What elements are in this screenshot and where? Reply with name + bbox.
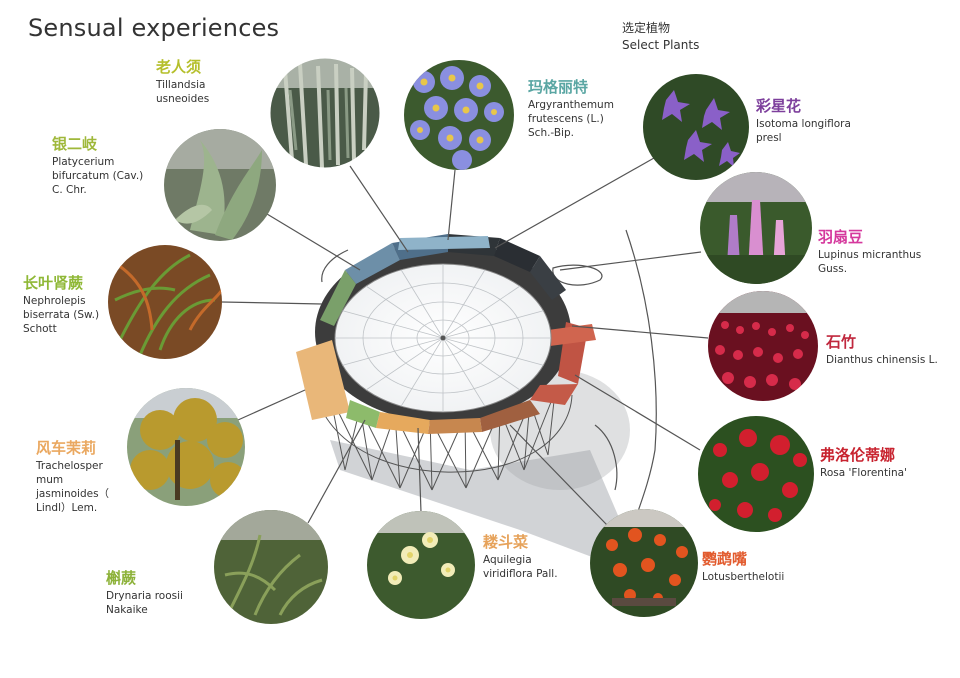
plant-latin-name: Trachelosper mum jasminoides（ Lindl）Lem.	[36, 460, 110, 514]
page-title: Sensual experiences	[28, 14, 280, 42]
plant-label-aquilegia: 耧斗菜 Aquilegia viridiflora Pall.	[483, 531, 558, 581]
plant-cn-name: 鹦鹉嘴	[702, 550, 748, 568]
plant-latin-name: Isotoma longiflora presl	[756, 118, 851, 144]
plant-cn-name: 银二岐	[52, 135, 98, 153]
plant-cn-name: 风车茉莉	[36, 439, 97, 457]
tillandsia-photo	[269, 57, 381, 169]
dianthus-photo	[708, 291, 818, 401]
plant-label-nephrolepis: 长叶肾蕨 Nephrolepis biserrata (Sw.) Schott	[23, 272, 99, 336]
connector-lines	[221, 157, 709, 526]
plant-latin-name: Platycerium bifurcatum (Cav.) C. Chr.	[52, 156, 144, 196]
plant-latin-name: Aquilegia viridiflora Pall.	[483, 554, 558, 580]
plant-label-tillandsia: 老人须 Tillandsia usneoides	[156, 56, 209, 106]
trachelospermum-photo	[127, 388, 245, 506]
plant-latin-name: Lotusberthelotii	[702, 571, 785, 583]
plant-cn-name: 老人须	[156, 58, 202, 76]
lotus-photo	[590, 509, 698, 617]
plant-label-rosa: 弗洛伦蒂娜 Rosa 'Florentina'	[820, 444, 907, 480]
nephrolepis-photo	[108, 245, 222, 359]
plant-cn-name: 石竹	[826, 333, 857, 351]
plant-label-dianthus: 石竹 Dianthus chinensis L.	[826, 331, 938, 367]
plant-cn-name: 槲蕨	[106, 569, 137, 587]
plant-latin-name: Rosa 'Florentina'	[820, 467, 907, 479]
plant-label-isotoma: 彩星花 Isotoma longiflora presl	[756, 95, 851, 145]
site-curves	[321, 229, 657, 521]
plant-label-argyranthemum: 玛格丽特 Argyranthemum frutescens (L.) Sch.-…	[528, 76, 614, 140]
plant-cn-name: 彩星花	[756, 97, 802, 115]
plant-cn-name: 玛格丽特	[528, 78, 589, 96]
lattice-base	[312, 379, 573, 491]
glass-dome	[334, 263, 552, 413]
drynaria-photo	[214, 510, 328, 624]
select-plants-heading: 选定植物 Select Plants	[622, 20, 699, 54]
plant-cn-name: 长叶肾蕨	[23, 274, 84, 292]
aquilegia-photo	[367, 511, 475, 619]
plant-label-lotus: 鹦鹉嘴 Lotusberthelotii	[702, 548, 784, 584]
plant-cn-name: 羽扇豆	[818, 228, 864, 246]
plant-label-trachelospermum: 风车茉莉 Trachelosper mum jasminoides（ Lindl…	[36, 437, 109, 515]
plant-latin-name: Tillandsia usneoides	[156, 79, 210, 105]
select-plants-cn: 选定植物	[622, 21, 671, 35]
plant-latin-name: Lupinus micranthus Guss.	[818, 249, 922, 275]
plant-latin-name: Dianthus chinensis L.	[826, 354, 938, 366]
plant-latin-name: Drynaria roosii Nakaike	[106, 590, 183, 616]
select-plants-en: Select Plants	[622, 38, 700, 52]
plant-latin-name: Argyranthemum frutescens (L.) Sch.-Bip.	[528, 99, 614, 139]
platycerium-photo	[164, 129, 276, 241]
isotoma-photo	[643, 74, 749, 180]
plant-label-platycerium: 银二岐 Platycerium bifurcatum (Cav.) C. Chr…	[52, 133, 143, 197]
plant-cn-name: 弗洛伦蒂娜	[820, 446, 896, 464]
plant-label-lupinus: 羽扇豆 Lupinus micranthus Guss.	[818, 226, 921, 276]
plant-cn-name: 耧斗菜	[483, 533, 529, 551]
plant-label-drynaria: 槲蕨 Drynaria roosii Nakaike	[106, 567, 183, 617]
plant-latin-name: Nephrolepis biserrata (Sw.) Schott	[23, 295, 100, 335]
argyranthemum-photo	[404, 60, 514, 170]
rosa-photo	[698, 416, 814, 532]
lupinus-photo	[700, 172, 812, 284]
